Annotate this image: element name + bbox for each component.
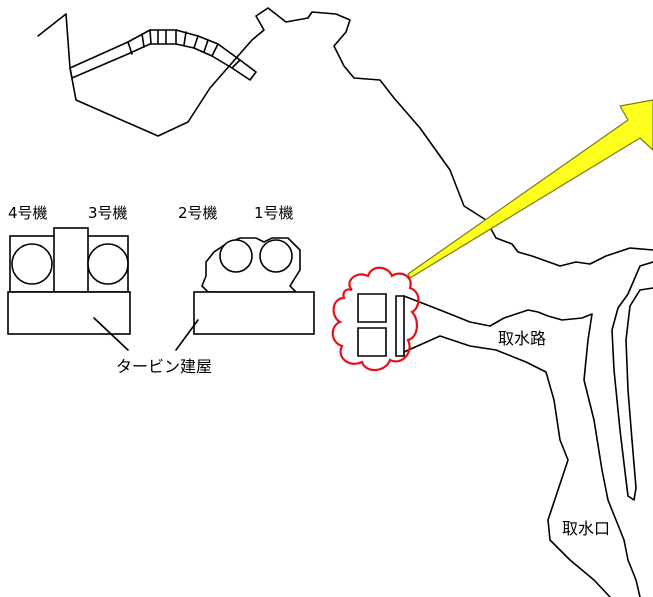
pier [611,261,653,501]
unit-2-reactor [219,239,253,273]
unit-1-reactor [259,239,293,273]
turbine-building-units-1-2 [193,291,315,335]
unit-4-reactor [11,243,53,285]
intake-channel-label: 取水路 [498,329,546,348]
intake-channel-walls [403,295,641,597]
red-highlight-cloud-icon [331,266,420,372]
unit-1-label: 1号機 [254,204,294,222]
turbine-building-units-3-4 [7,291,131,335]
unit-2-label: 2号機 [178,204,218,222]
unit-3-4-center-block [53,227,89,293]
highlight-cloud [331,266,420,372]
turbine-building-label: タービン建屋 [116,357,212,376]
unit-3-reactor [87,243,129,285]
intake-structure [357,293,405,357]
coastline [37,7,653,267]
yellow-arrow-icon [407,99,653,279]
turbine-label-leaders [93,317,199,351]
breakwater [69,29,257,81]
pointer-arrow [407,99,653,279]
unit-4-label: 4号機 [8,204,48,222]
units-3-4 [7,227,131,335]
unit-3-label: 3号機 [88,204,128,222]
units-1-2 [193,237,315,335]
intake-mouth-label: 取水口 [562,519,610,538]
